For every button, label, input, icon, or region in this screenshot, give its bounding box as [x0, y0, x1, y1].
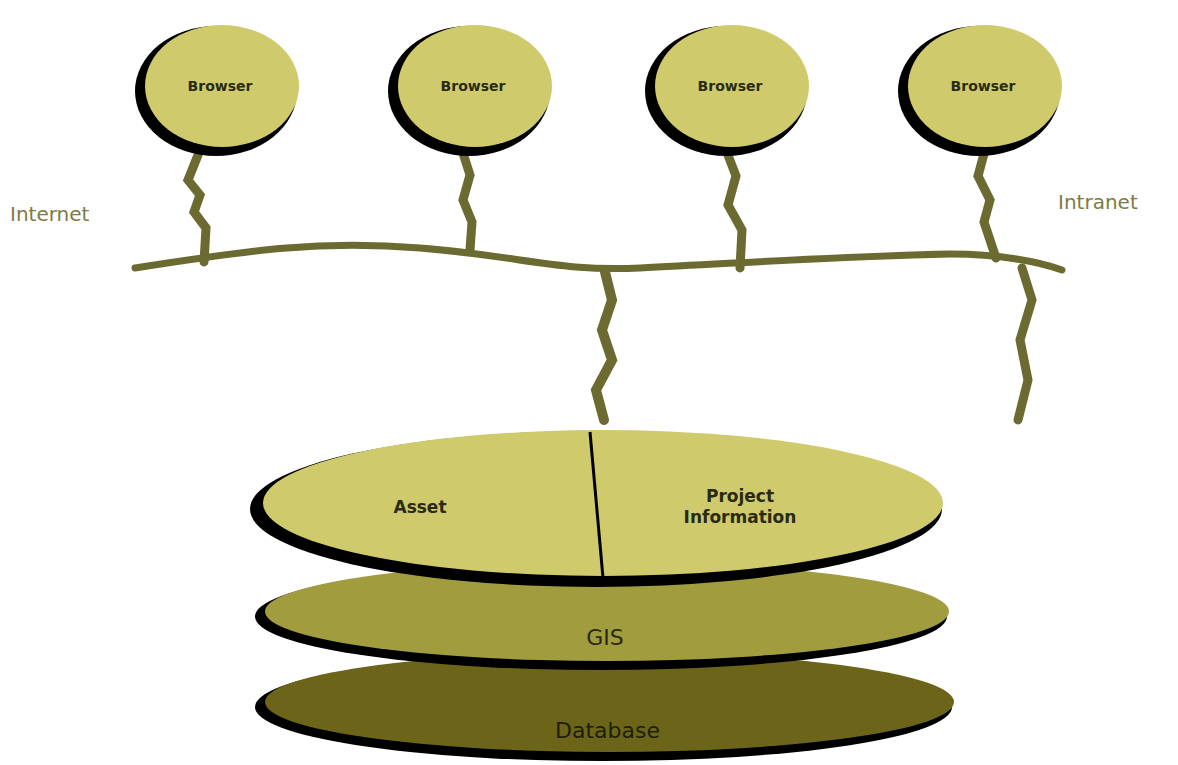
browser-ellipse: Browser: [135, 18, 305, 156]
node-label: Browser: [188, 78, 253, 96]
browser-ellipse: Browser: [388, 18, 558, 156]
node-label: Database: [555, 717, 660, 745]
node-label: GIS: [586, 624, 624, 652]
node-label: Project Information: [665, 486, 815, 529]
browser-ellipse: Browser: [645, 18, 815, 156]
network-label: Intranet: [1058, 190, 1138, 214]
node-label: Browser: [951, 78, 1016, 96]
stack-layer: Asset: [330, 480, 510, 535]
node-label: Browser: [698, 78, 763, 96]
stack-layer: Project Information: [650, 470, 830, 544]
browser-ellipse: Browser: [898, 18, 1068, 156]
node-label: Browser: [441, 78, 506, 96]
node-label: Asset: [393, 497, 446, 518]
network-label: Internet: [10, 202, 89, 226]
